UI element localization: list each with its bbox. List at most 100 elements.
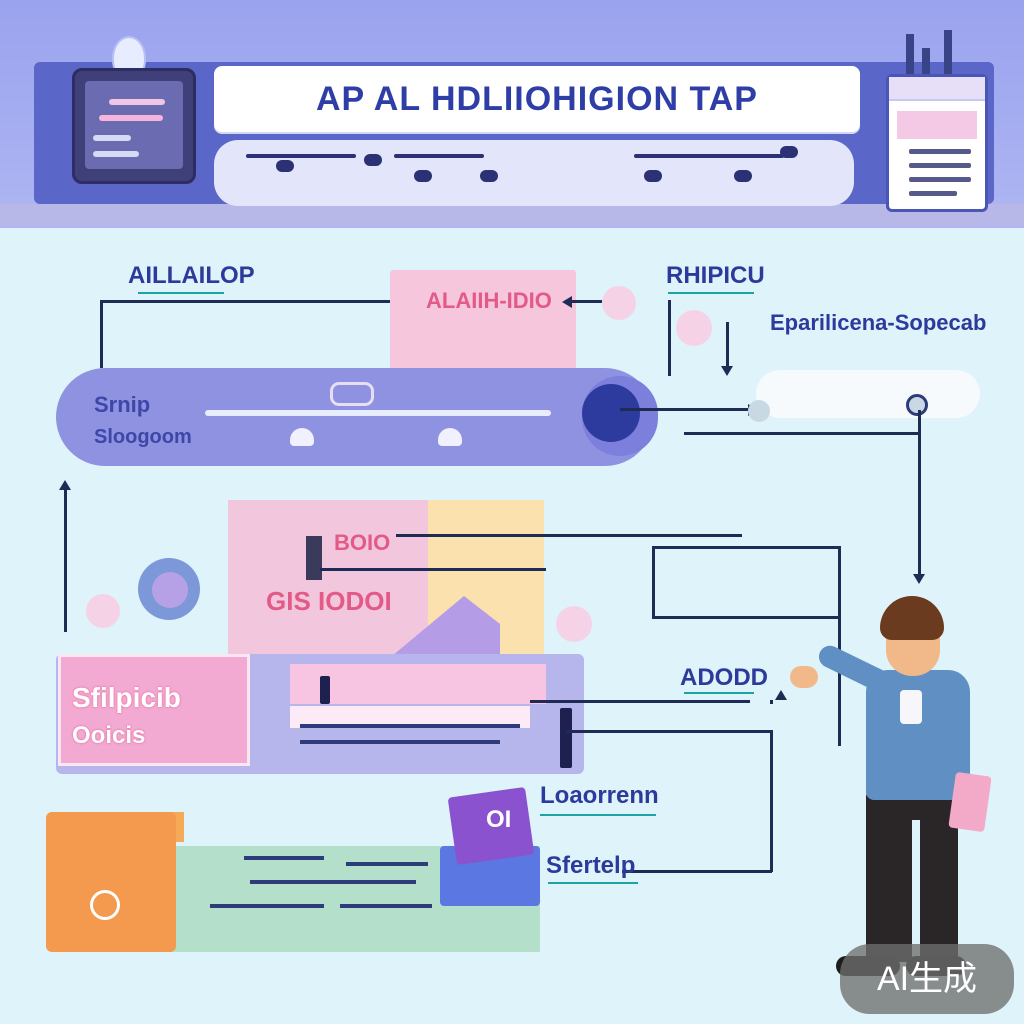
document-line (909, 191, 957, 196)
label-mid-left-b: Ooicis (72, 722, 146, 749)
shelf-line (210, 904, 324, 908)
label-top-left: AILLAILOP (128, 262, 255, 289)
middle-vertical-marker (560, 708, 572, 768)
label-underline (548, 882, 638, 884)
document-header (889, 77, 985, 101)
connector-line (668, 300, 671, 376)
timeline-node (414, 170, 432, 182)
shelf-line (250, 880, 330, 884)
timeline-node (644, 170, 662, 182)
connector-line (620, 408, 750, 411)
junction-node-icon (906, 394, 928, 416)
connector-line (770, 700, 773, 704)
page-title: AP AL HDLIIOHIGION TAP FDRCIOODINS (316, 80, 758, 184)
connector-line (652, 546, 655, 618)
decorative-bubble (152, 572, 188, 608)
document-line (909, 163, 971, 168)
timeline-segment (634, 154, 784, 158)
connector-line (622, 870, 772, 873)
label-underline (138, 292, 224, 294)
decorative-bubble (556, 606, 592, 642)
connector-line (770, 730, 773, 872)
label-top-center: ALAIIH-IDIO (426, 288, 552, 313)
shelf-line (340, 904, 432, 908)
pink-process-box (390, 270, 576, 370)
connector-line (64, 488, 67, 632)
middle-left-card (58, 654, 250, 766)
middle-strip-lower (290, 706, 530, 728)
label-underline (540, 814, 656, 816)
label-top-right-sub: Eparilicena-Sopecab (770, 310, 987, 335)
arrow-head-icon (721, 366, 733, 376)
document-line (909, 149, 971, 154)
person-collar (900, 690, 922, 724)
screen-line (99, 115, 163, 121)
connector-line (652, 546, 840, 549)
label-mid-left-a: Sfilpicib (72, 682, 181, 713)
label-purple-card: OI (486, 806, 512, 833)
label-pipe-b: Sloogoom (94, 426, 192, 448)
timeline-segment (246, 154, 356, 158)
middle-line (300, 740, 500, 744)
chimney (922, 48, 930, 74)
timeline-track (214, 140, 854, 206)
timeline-node (480, 170, 498, 182)
connector-line (320, 568, 546, 571)
connector-line (396, 534, 742, 537)
connector-line (530, 700, 750, 703)
document-line (909, 177, 971, 182)
heart-icon (90, 890, 120, 920)
connector-line (726, 322, 729, 368)
cloud-shape (756, 370, 980, 418)
connector-line (572, 300, 602, 303)
decorative-bubble (676, 310, 712, 346)
title-banner: AP AL HDLIIOHIGION TAP FDRCIOODINS (214, 66, 860, 184)
document-highlight (897, 111, 977, 139)
shelf-line (326, 880, 416, 884)
middle-strip-marker (320, 676, 330, 704)
connector-line (918, 410, 921, 576)
pipeline-slot (205, 410, 551, 416)
middle-line (300, 724, 520, 728)
label-pipe-a: Srnip (94, 392, 151, 417)
connector-line (100, 300, 400, 303)
pipeline-bump (438, 428, 462, 446)
left-monitor-screen (85, 81, 183, 169)
pipeline-knob (330, 382, 374, 406)
pipeline-bump (290, 428, 314, 446)
screen-line (93, 151, 139, 157)
label-top-right: RHIPICU (666, 262, 765, 289)
person-bag (948, 771, 992, 833)
screen-line (109, 99, 165, 105)
chimney (906, 34, 914, 74)
timeline-node (364, 154, 382, 166)
person-hand (790, 666, 818, 688)
shelf-line (346, 862, 428, 866)
timeline-node (780, 146, 798, 158)
orange-folder (46, 812, 176, 952)
ai-watermark: AI生成 (840, 944, 1014, 1014)
person-hair (880, 596, 944, 640)
timeline-segment (394, 154, 484, 158)
arrow-head-icon (59, 480, 71, 490)
label-mid-right: ADODD (680, 664, 768, 691)
connector-line (684, 432, 920, 435)
connector-line (838, 546, 841, 746)
label-underline (684, 692, 754, 694)
connector-line (566, 730, 772, 733)
label-center-a: BOIO (334, 530, 391, 555)
decorative-dot (748, 400, 770, 422)
middle-strip (290, 664, 546, 704)
decorative-bubble (86, 594, 120, 628)
label-center-b: GIS IODOI (266, 586, 392, 616)
label-underline (668, 292, 754, 294)
chimney (944, 30, 952, 74)
person-leg-gap (912, 820, 920, 962)
timeline-node (734, 170, 752, 182)
label-bottom-b: Sfertelp (546, 852, 636, 879)
pipeline-outlet-icon (582, 384, 640, 442)
connector-line (652, 616, 838, 619)
arrow-head-icon (562, 296, 572, 308)
left-monitor (72, 68, 196, 184)
connector-line (100, 300, 103, 368)
